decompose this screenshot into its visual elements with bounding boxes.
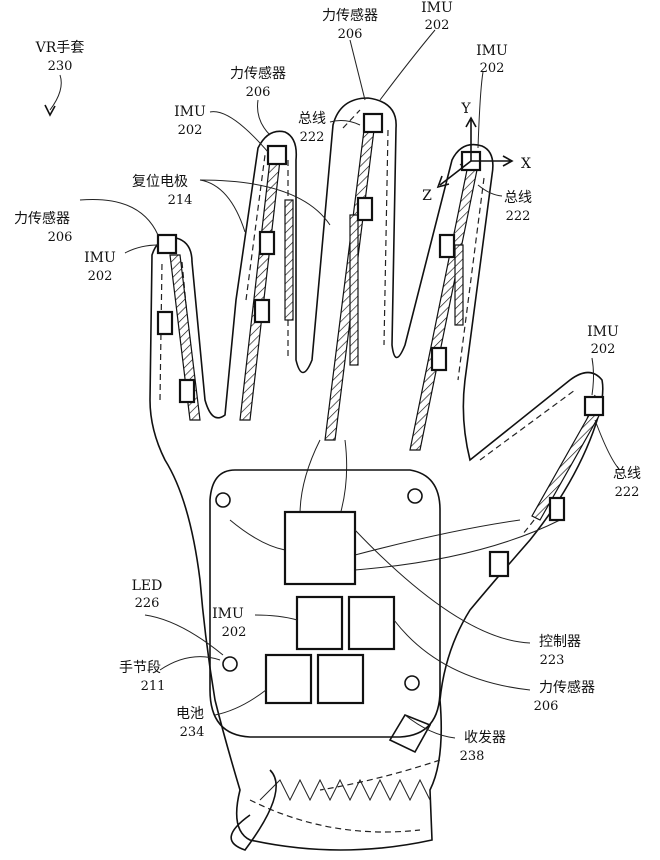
label-ref: 222 xyxy=(506,209,531,224)
coordinate-axes: Y X Z xyxy=(422,101,531,204)
battery-box-2 xyxy=(316,653,365,705)
hand-segment-hub xyxy=(209,469,441,754)
axis-z-label: Z xyxy=(422,188,432,204)
glove-outline xyxy=(149,97,604,851)
label-ref: 222 xyxy=(300,130,325,145)
label-ref: 226 xyxy=(135,596,160,611)
label-name: 力传感器 xyxy=(230,65,286,82)
imu-palm-box xyxy=(295,595,344,651)
label-name: IMU xyxy=(587,324,619,340)
finger-sensors xyxy=(156,112,605,578)
label-name: 力传感器 xyxy=(322,7,378,24)
label-ref: 234 xyxy=(180,725,205,740)
labels: VR手套 230 力传感器 206 IMU 202 复位电极 214 力传感器 … xyxy=(14,0,641,764)
label-name: 手节段 xyxy=(119,660,161,676)
label-name: 总线 xyxy=(298,111,326,127)
label-ref: 202 xyxy=(178,123,203,138)
label-ref: 206 xyxy=(534,699,559,714)
label-name: 力传感器 xyxy=(539,679,595,696)
label-ref: 202 xyxy=(425,18,450,33)
glove-ref: 230 xyxy=(48,59,73,74)
axis-x-label: X xyxy=(521,156,531,172)
axis-y-label: Y xyxy=(460,101,471,117)
label-ref: 206 xyxy=(246,85,271,100)
label-name: 总线 xyxy=(613,466,641,482)
battery-box xyxy=(264,653,313,705)
imu-pinky-box xyxy=(156,233,178,255)
label-name: IMU xyxy=(476,43,508,59)
label-name: 电池 xyxy=(176,706,204,722)
label-name: IMU xyxy=(421,0,453,16)
led-icon xyxy=(404,675,420,691)
glove-title: VR手套 xyxy=(35,40,85,56)
label-ref: 222 xyxy=(615,485,640,500)
led-icon xyxy=(407,488,423,504)
label-name: 力传感器 xyxy=(14,210,70,227)
label-name: 总线 xyxy=(504,190,532,206)
transceiver-box xyxy=(388,714,432,754)
label-ref: 211 xyxy=(141,679,166,694)
label-name: 控制器 xyxy=(539,634,581,650)
label-name: 收发器 xyxy=(464,730,506,746)
label-name: 复位电极 xyxy=(132,173,188,190)
imu-thumb-box xyxy=(583,395,605,417)
label-ref: 202 xyxy=(222,625,247,640)
imu-ring-box xyxy=(266,144,288,166)
label-name: LED xyxy=(132,578,163,594)
led-icon xyxy=(215,492,231,508)
label-ref: 223 xyxy=(540,653,565,668)
imu-middle-box xyxy=(362,112,384,134)
led-icon xyxy=(222,656,238,672)
label-ref: 206 xyxy=(48,230,73,245)
label-name: IMU xyxy=(84,250,116,266)
leader-lines xyxy=(44,29,621,739)
label-ref: 206 xyxy=(338,27,363,42)
label-ref: 238 xyxy=(460,749,485,764)
label-ref: 214 xyxy=(168,193,193,208)
controller-box xyxy=(283,510,357,586)
bus-and-electrodes xyxy=(169,121,601,571)
force-sensor-palm-box xyxy=(347,595,396,651)
label-name: IMU xyxy=(174,104,206,120)
label-ref: 202 xyxy=(480,61,505,76)
label-ref: 202 xyxy=(591,342,616,357)
label-name: IMU xyxy=(212,606,244,622)
label-ref: 202 xyxy=(88,269,113,284)
